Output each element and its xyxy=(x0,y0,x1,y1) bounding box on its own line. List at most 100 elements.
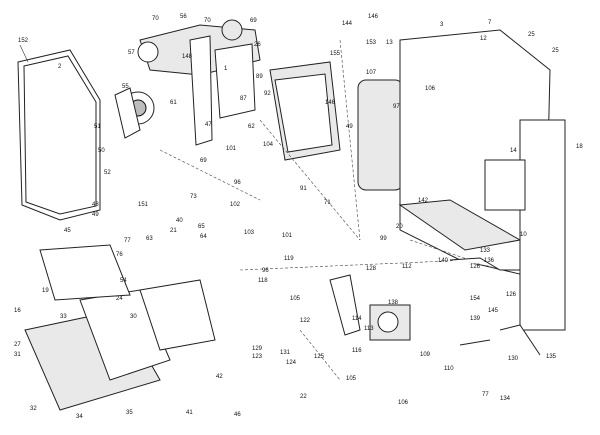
connection-lines xyxy=(159,39,501,381)
callout-label: 18 xyxy=(576,144,583,150)
callout-label: 114 xyxy=(352,316,362,322)
heat-exchanger xyxy=(189,35,341,161)
callout-label: 19 xyxy=(42,288,49,294)
callout-label: 113 xyxy=(364,326,374,332)
callout-label: 101 xyxy=(282,233,293,239)
callout-label: 35 xyxy=(126,410,133,416)
callout-label: 25 xyxy=(552,48,559,54)
callout-label: 30 xyxy=(130,314,137,320)
callout-label: 20 xyxy=(396,224,403,230)
callout-label: 47 xyxy=(205,122,212,128)
callout-label: 70 xyxy=(204,18,211,24)
callout-label: 52 xyxy=(104,170,111,176)
callout-label: 138 xyxy=(388,300,399,306)
callout-label: 51 xyxy=(94,124,101,130)
callout-label: 71 xyxy=(324,200,331,206)
callout-label: 7 xyxy=(488,20,492,26)
callout-label: 97 xyxy=(393,104,400,110)
callout-label: 61 xyxy=(170,100,177,106)
callout-label: 50 xyxy=(98,148,105,154)
callout-label: 153 xyxy=(366,40,377,46)
callout-label: 33 xyxy=(60,314,67,320)
callout-label: 21 xyxy=(170,228,177,234)
front-casing-panel xyxy=(17,44,101,221)
callout-label: 103 xyxy=(244,230,255,236)
callout-label: 13 xyxy=(386,40,393,46)
callout-label: 76 xyxy=(116,252,123,258)
callout-label: 64 xyxy=(200,234,207,240)
callout-label: 129 xyxy=(252,346,263,352)
callout-label: 32 xyxy=(30,406,37,412)
rear-frame xyxy=(398,29,566,331)
callout-label: 119 xyxy=(284,256,294,262)
callout-label: 146 xyxy=(368,14,379,20)
callout-label: 151 xyxy=(138,202,149,208)
callout-label: 49 xyxy=(346,124,353,130)
callout-label: 3 xyxy=(440,22,444,28)
callout-label: 31 xyxy=(14,352,21,358)
callout-label: 42 xyxy=(216,374,223,380)
callout-label: 92 xyxy=(264,91,271,97)
callout-label: 26 xyxy=(254,42,261,48)
callout-label: 134 xyxy=(500,396,511,402)
callout-label: 48 xyxy=(92,202,99,208)
callout-label: 125 xyxy=(314,354,325,360)
callout-label: 70 xyxy=(152,16,159,22)
callout-label: 40 xyxy=(176,218,183,224)
callout-label: 130 xyxy=(508,356,519,362)
callout-label: 65 xyxy=(198,224,205,230)
callout-label: 126 xyxy=(470,264,481,270)
callout-label: 73 xyxy=(190,194,197,200)
callout-label: 1 xyxy=(224,66,228,72)
callout-label: 34 xyxy=(76,414,83,420)
callout-label: 133 xyxy=(480,248,491,254)
callout-label: 148 xyxy=(182,54,193,60)
callout-label: 126 xyxy=(506,292,517,298)
callout-label: 142 xyxy=(418,198,429,204)
callout-label: 123 xyxy=(252,354,263,360)
callout-label: 139 xyxy=(470,316,481,322)
callout-label: 106 xyxy=(425,86,436,92)
expansion-vessel xyxy=(357,79,404,191)
callout-label: 55 xyxy=(122,84,129,90)
callout-label: 105 xyxy=(290,296,301,302)
control-panel xyxy=(24,244,216,411)
callout-labels: 152 2 70 56 70 69 144 146 3 7 12 25 25 5… xyxy=(14,14,583,420)
callout-label: 105 xyxy=(346,376,357,382)
callout-label: 46 xyxy=(234,412,241,418)
callout-label: 104 xyxy=(263,142,274,148)
callout-label: 12 xyxy=(480,36,487,42)
callout-label: 116 xyxy=(352,348,362,354)
callout-label: 62 xyxy=(248,124,255,130)
callout-label: 145 xyxy=(488,308,499,314)
callout-label: 106 xyxy=(398,400,409,406)
hydraulic-block xyxy=(329,274,411,341)
callout-label: 57 xyxy=(128,50,135,56)
callout-label: 54 xyxy=(120,278,127,284)
callout-label: 118 xyxy=(258,278,268,284)
callout-label: 154 xyxy=(470,296,481,302)
callout-label: 49 xyxy=(92,212,99,218)
callout-label: 22 xyxy=(300,394,307,400)
callout-label: 10 xyxy=(520,232,527,238)
callout-label: 136 xyxy=(484,258,495,264)
callout-label: 77 xyxy=(124,238,131,244)
callout-label: 69 xyxy=(250,18,257,24)
callout-label: 2 xyxy=(58,64,62,70)
callout-label: 101 xyxy=(226,146,237,152)
callout-label: 144 xyxy=(342,21,353,27)
callout-label: 27 xyxy=(14,342,21,348)
callout-label: 16 xyxy=(14,308,21,314)
callout-label: 45 xyxy=(64,228,71,234)
callout-label: 89 xyxy=(256,74,263,80)
callout-label: 25 xyxy=(528,32,535,38)
callout-label: 140 xyxy=(438,258,449,264)
callout-label: 96 xyxy=(234,180,241,186)
callout-label: 99 xyxy=(380,236,387,242)
callout-label: 135 xyxy=(546,354,557,360)
callout-label: 155 xyxy=(330,51,341,57)
callout-label: 122 xyxy=(300,318,311,324)
callout-label: 107 xyxy=(366,70,377,76)
callout-label: 14 xyxy=(510,148,517,154)
